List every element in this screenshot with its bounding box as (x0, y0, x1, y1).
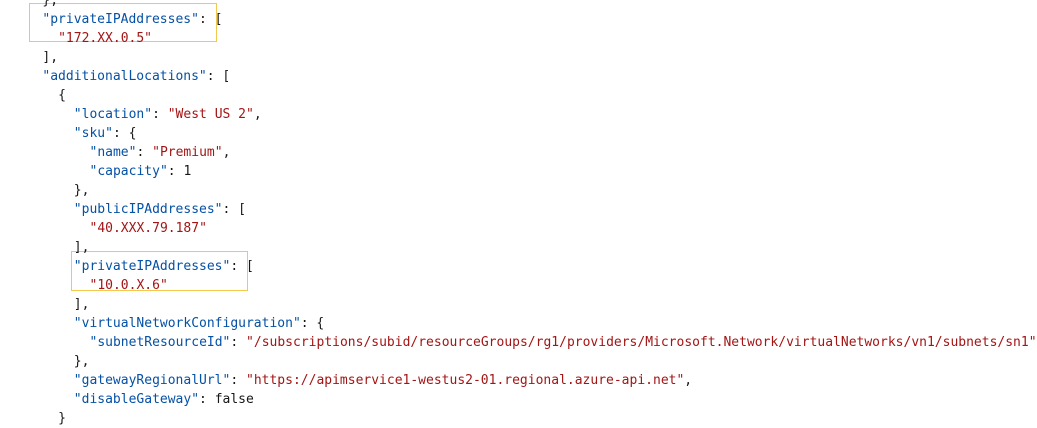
code-line: "10.0.X.6" (90, 276, 168, 295)
code-line: "privateIPAddresses": [ (74, 257, 254, 276)
code-token-punc: }, (42, 0, 59, 8)
code-token-key: "publicIPAddresses" (73, 201, 223, 217)
code-token-str: "Premium" (152, 144, 223, 160)
code-token-punc: , (253, 106, 262, 122)
code-token-punc: } (58, 410, 66, 426)
code-line: "capacity": 1 (90, 162, 192, 181)
code-token-punc: : (230, 372, 246, 388)
code-token-punc: : { (112, 125, 137, 141)
code-token-num: 1 (183, 163, 192, 179)
code-line: ], (74, 238, 90, 257)
code-line: "virtualNetworkConfiguration": { (74, 314, 324, 333)
code-token-punc: }, (73, 182, 90, 198)
code-token-punc: : [ (206, 68, 231, 84)
code-line: }, (42, 0, 58, 10)
code-token-key: "additionalLocations" (42, 68, 207, 84)
code-token-punc: : [ (230, 258, 254, 274)
code-token-str: "West US 2" (167, 106, 254, 122)
code-line: ], (74, 295, 90, 314)
code-token-punc: ], (73, 296, 90, 312)
code-token-punc: { (58, 87, 66, 103)
code-token-punc: , (222, 144, 231, 160)
code-token-punc: : (167, 163, 184, 179)
code-line: "40.XXX.79.187" (90, 219, 207, 238)
highlight-box-private-ip-1 (29, 3, 217, 42)
code-token-punc: , (684, 372, 693, 388)
code-token-punc: : (199, 391, 215, 407)
code-token-punc: : (152, 106, 168, 122)
code-token-str: "/subscriptions/subid/resourceGroups/rg1… (246, 334, 1037, 350)
code-line: "subnetResourceId": "/subscriptions/subi… (90, 333, 1037, 352)
highlight-box-private-ip-2 (71, 251, 248, 291)
code-token-key: "name" (89, 144, 137, 160)
code-line: ], (42, 48, 58, 67)
code-line: "disableGateway": false (74, 390, 254, 409)
code-line: } (58, 409, 66, 428)
code-token-punc: ], (73, 239, 90, 255)
code-token-str: "10.0.X.6" (89, 277, 168, 293)
code-token-punc: ], (42, 49, 59, 65)
code-token-punc: }, (73, 353, 90, 369)
code-line: "additionalLocations": [ (42, 67, 230, 86)
code-token-punc: : { (300, 315, 325, 331)
code-line: "gatewayRegionalUrl": "https://apimservi… (74, 371, 692, 390)
code-token-key: "gatewayRegionalUrl" (73, 372, 231, 388)
code-token-kw: false (214, 391, 254, 407)
code-token-key: "disableGateway" (73, 391, 200, 407)
code-token-str: "172.XX.0.5" (58, 30, 153, 46)
code-line: "172.XX.0.5" (58, 29, 152, 48)
code-line: { (58, 86, 66, 105)
code-token-key: "privateIPAddresses" (73, 258, 231, 274)
code-token-key: "capacity" (89, 163, 168, 179)
code-token-key: "subnetResourceId" (89, 334, 231, 350)
code-token-punc: : (136, 144, 153, 160)
code-line: "publicIPAddresses": [ (74, 200, 246, 219)
code-line: "sku": { (74, 124, 137, 143)
code-token-punc: : [ (222, 201, 246, 217)
code-line: "location": "West US 2", (74, 105, 262, 124)
json-code-viewer: },"privateIPAddresses": ["172.XX.0.5"],"… (29, 0, 1037, 426)
code-line: }, (74, 352, 90, 371)
code-token-punc: : (230, 334, 247, 350)
code-token-key: "sku" (73, 125, 113, 141)
code-line: "privateIPAddresses": [ (42, 10, 222, 29)
code-token-key: "location" (73, 106, 153, 122)
code-line: "name": "Premium", (90, 143, 231, 162)
code-token-key: "virtualNetworkConfiguration" (73, 315, 301, 331)
code-token-key: "privateIPAddresses" (42, 11, 199, 27)
code-token-str: "40.XXX.79.187" (89, 220, 207, 236)
code-token-str: "https://apimservice1-westus2-01.regiona… (246, 372, 685, 388)
code-line: }, (74, 181, 90, 200)
code-token-punc: : [ (198, 11, 223, 27)
